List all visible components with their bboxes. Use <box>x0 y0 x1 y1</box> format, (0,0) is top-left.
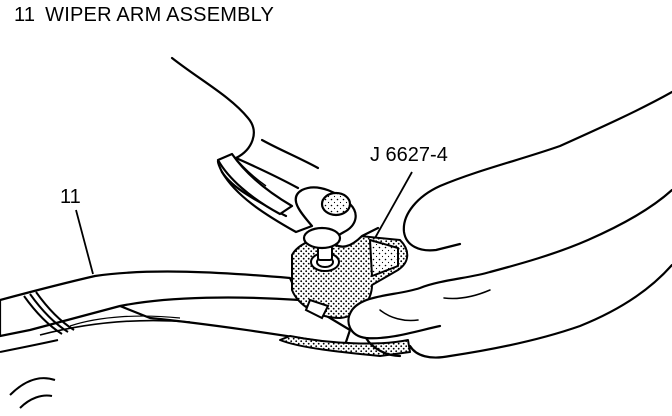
leader-lines <box>75 171 413 275</box>
arm-ferrule <box>23 291 75 335</box>
figure-caption: 11 WIPER ARM ASSEMBLY <box>14 4 284 27</box>
figure-number: 11 <box>14 4 36 26</box>
tool-leader-line <box>374 171 413 239</box>
tool-callout-label: J 6627-4 <box>370 144 448 166</box>
right-hand <box>347 90 672 359</box>
left-edge-details <box>0 339 59 409</box>
tool-handle <box>216 152 294 216</box>
part-callout-label: 11 <box>60 186 81 208</box>
upper-hand <box>170 56 380 250</box>
figure-title: WIPER ARM ASSEMBLY <box>45 4 275 26</box>
part-leader-line <box>75 209 94 275</box>
